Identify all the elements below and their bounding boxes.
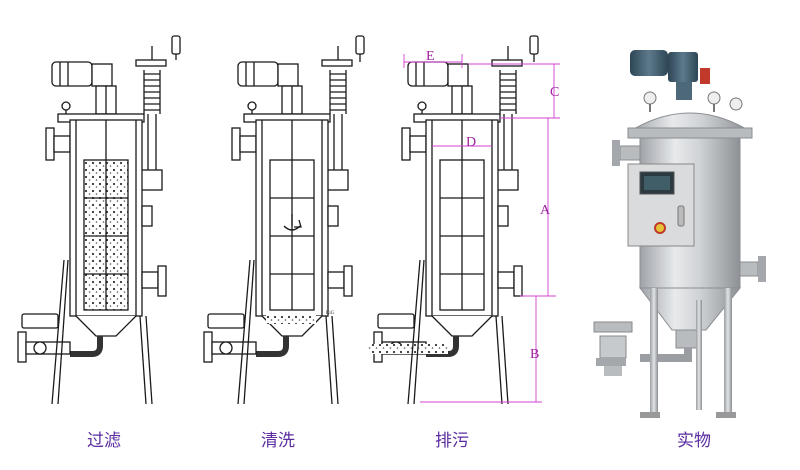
caption-discharge: 排污: [435, 431, 469, 451]
dimension-label-b: B: [530, 347, 539, 362]
caption-filtering: 过滤: [87, 431, 121, 451]
caption-cleaning: 清洗: [261, 431, 295, 451]
panel-actual-photo: [593, 50, 766, 418]
dimension-lines: [403, 54, 560, 403]
panel-discharge: [368, 35, 539, 405]
panel-cleaning: RiG: [203, 35, 365, 405]
panel-filtering: [17, 35, 181, 405]
dimension-labels: E C D A B: [426, 49, 559, 362]
dimension-label-a: A: [540, 203, 551, 218]
panel-stamp: RiG: [326, 311, 335, 316]
dimension-label-d: D: [466, 135, 476, 150]
dimension-label-e: E: [426, 49, 435, 64]
dimension-label-c: C: [550, 85, 559, 100]
caption-actual: 实物: [677, 431, 711, 451]
